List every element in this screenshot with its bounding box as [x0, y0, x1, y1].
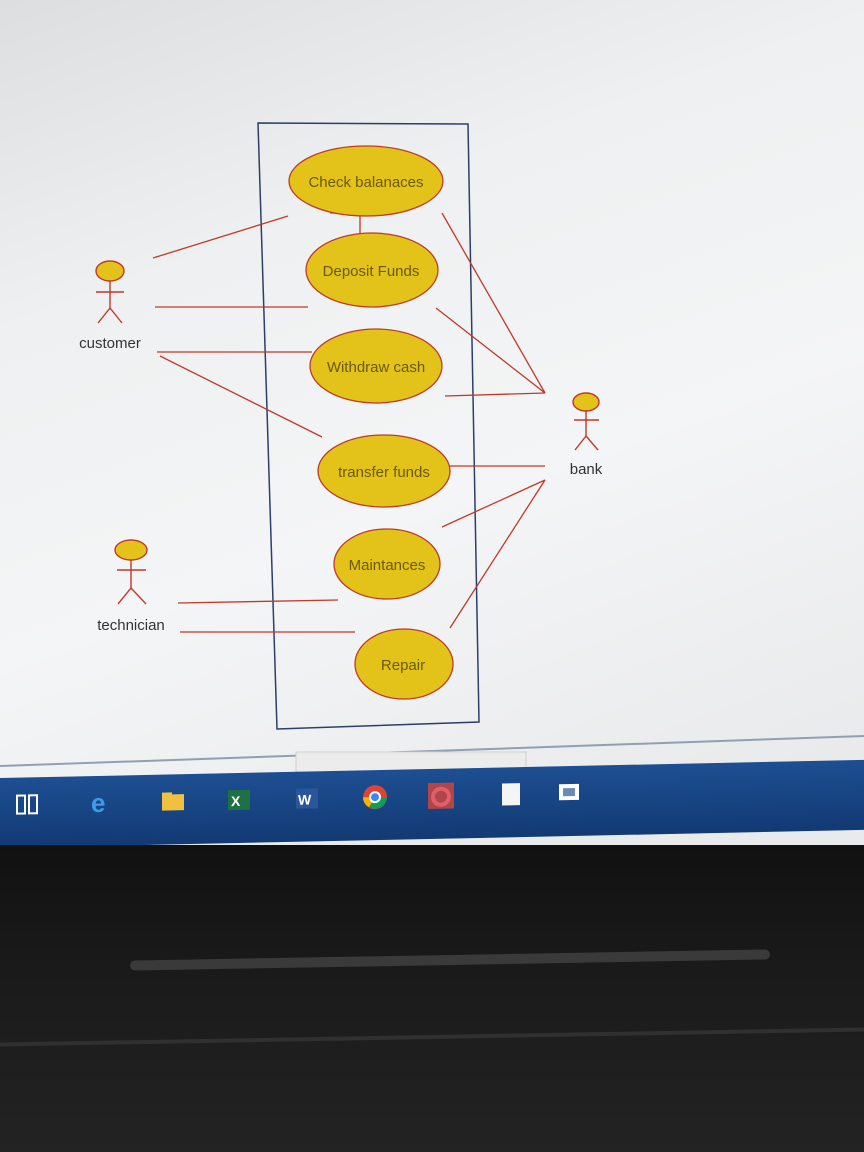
assoc-bank-repair: [449, 479, 546, 629]
taskbar: e X W: [0, 759, 864, 848]
assoc-customer-check: [152, 215, 289, 259]
use-case-repair[interactable]: Repair: [354, 628, 454, 700]
use-case-label: Deposit Funds: [323, 263, 420, 280]
use-case-label: transfer funds: [338, 464, 430, 481]
edge-icon[interactable]: e: [88, 788, 114, 818]
actor-customer[interactable]: customer: [79, 260, 141, 352]
chrome-icon[interactable]: [362, 784, 388, 811]
svg-text:W: W: [298, 791, 312, 807]
assoc-bank-check: [441, 212, 546, 394]
use-case-maintances[interactable]: Maintances: [333, 528, 441, 600]
actor-head: [95, 260, 125, 282]
word-icon[interactable]: W: [294, 785, 320, 812]
excel-icon[interactable]: X: [226, 787, 252, 814]
actor-head: [572, 392, 600, 412]
desktop-screen: Check balanaces Deposit Funds Withdraw c…: [0, 0, 864, 790]
svg-text:e: e: [91, 790, 105, 817]
monitor-bezel: [0, 845, 864, 1152]
use-case-label: Check balanaces: [308, 174, 423, 191]
assoc-bank-maint: [441, 479, 546, 528]
system-boundary: [257, 122, 480, 730]
actor-label: bank: [570, 461, 603, 478]
assoc-bank-withdraw: [444, 392, 546, 397]
assoc-tech-maint: [177, 599, 339, 604]
editor-bottom-border: [0, 735, 864, 767]
svg-text:X: X: [231, 793, 241, 809]
task-view-icon[interactable]: [14, 791, 40, 818]
use-case-label: Withdraw cash: [327, 359, 425, 376]
file-icon[interactable]: [498, 781, 524, 808]
actor-label: technician: [97, 617, 165, 634]
use-case-diagram: Check balanaces Deposit Funds Withdraw c…: [0, 122, 864, 773]
use-case-label: Maintances: [349, 557, 426, 574]
assoc-customer-transfer: [159, 355, 323, 438]
use-case-check[interactable]: Check balanaces: [288, 145, 444, 217]
use-case-label: Repair: [381, 657, 425, 674]
use-case-deposit[interactable]: Deposit Funds: [305, 232, 439, 308]
actor-technician[interactable]: technician: [97, 539, 165, 634]
assoc-bank-deposit: [435, 307, 546, 394]
file-explorer-icon[interactable]: [160, 788, 186, 815]
app-window-icon[interactable]: [556, 780, 582, 807]
actor-head: [114, 539, 148, 561]
actor-label: customer: [79, 335, 141, 352]
app-icon[interactable]: [428, 782, 454, 814]
actor-bank[interactable]: bank: [570, 392, 603, 478]
use-case-transfer[interactable]: transfer funds: [317, 434, 451, 508]
use-case-withdraw[interactable]: Withdraw cash: [309, 328, 443, 404]
